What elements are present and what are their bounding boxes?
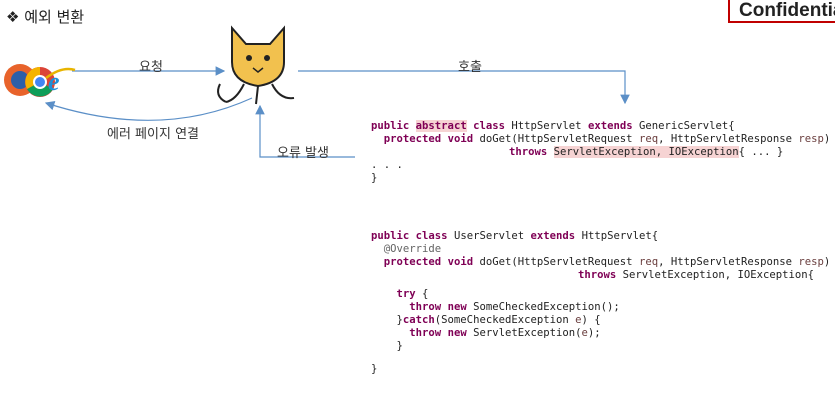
request-label: 요청	[139, 60, 163, 75]
slide-title: ❖ 예외 변환	[6, 8, 85, 26]
code-line: public class UserServlet extends HttpSer…	[371, 230, 659, 242]
error-page-label: 에러 페이지 연결	[107, 127, 199, 142]
ie-icon: e	[48, 67, 60, 96]
browser-icons: e	[4, 64, 76, 97]
error-page-arrow	[44, 97, 253, 121]
code-line	[371, 353, 830, 363]
code-line: }	[396, 340, 403, 352]
code-line: public abstract class HttpServlet extend…	[371, 120, 735, 132]
code-line: throw new ServletException(e);	[409, 327, 601, 339]
code-line: . . .	[371, 159, 403, 171]
code-line: throws ServletException, IOException{ ..…	[509, 146, 784, 158]
code-line: try {	[396, 288, 429, 300]
code-line: protected void doGet(HttpServletRequest …	[383, 133, 831, 145]
error-occurs-arrow	[255, 104, 355, 158]
code-line: }	[371, 363, 378, 375]
code-line: @Override	[383, 243, 442, 255]
call-arrow	[298, 70, 630, 105]
tomcat-cat-icon	[217, 25, 295, 105]
code-block-userservlet: public class UserServlet extends HttpSer…	[371, 230, 830, 376]
code-line: throw new SomeCheckedException();	[409, 301, 620, 313]
call-label: 호출	[458, 60, 482, 75]
code-line: }	[371, 172, 378, 184]
error-occurs-label: 오류 발생	[277, 146, 329, 161]
abstract-highlight: abstract	[415, 120, 467, 132]
confidential-stamp: Confidential	[728, 0, 835, 23]
code-line: }catch(SomeCheckedException e) {	[396, 314, 601, 326]
code-block-httpservlet: public abstract class HttpServlet extend…	[371, 120, 830, 185]
throws-highlight: ServletException, IOException	[553, 146, 739, 158]
code-line: protected void doGet(HttpServletRequest …	[383, 256, 831, 268]
code-line: throws ServletException, IOException{	[578, 269, 815, 281]
